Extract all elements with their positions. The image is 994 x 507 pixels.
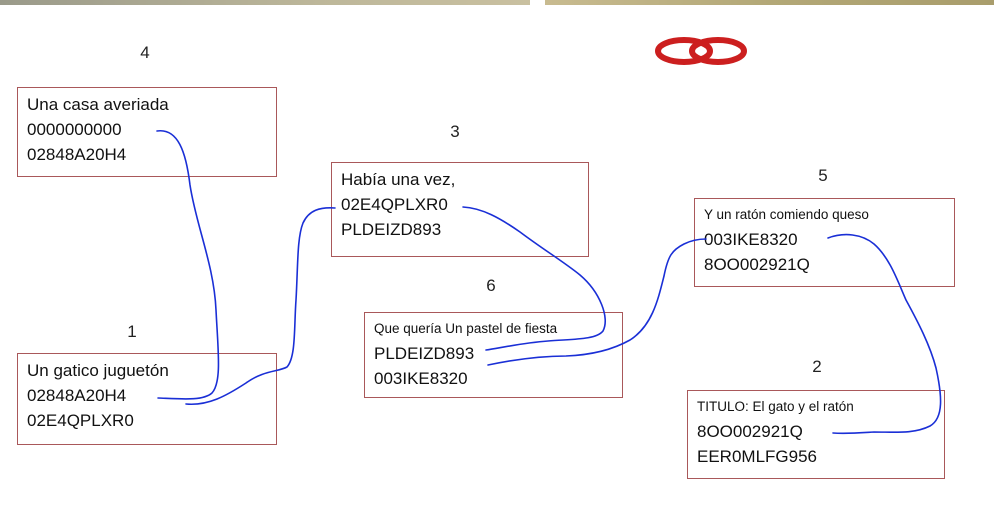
card-code: 02848A20H4 (27, 145, 127, 164)
card-code: 8OO002921Q (704, 255, 810, 274)
card-5: Y un ratón comiendo queso 003IKE8320 8OO… (694, 198, 955, 287)
card-title: Una casa averiada (27, 95, 169, 114)
step-number-3: 3 (450, 122, 460, 141)
top-band-right (545, 0, 994, 5)
card-code: PLDEIZD893 (341, 220, 442, 239)
card-code: 02E4QPLXR0 (341, 195, 448, 214)
step-number-6: 6 (486, 276, 496, 295)
interlocked-rings-logo (655, 37, 747, 65)
card-6: Que quería Un pastel de fiesta PLDEIZD89… (364, 312, 623, 398)
card-3: Había una vez, 02E4QPLXR0 PLDEIZD893 (331, 162, 589, 257)
card-title: Había una vez, (341, 170, 456, 189)
step-number-2: 2 (812, 357, 822, 376)
card-code: 003IKE8320 (704, 230, 798, 249)
card-code: 0000000000 (27, 120, 122, 139)
step-number-4: 4 (140, 43, 150, 62)
step-number-5: 5 (818, 166, 828, 185)
card-code: 8OO002921Q (697, 422, 803, 441)
card-title: Y un ratón comiendo queso (704, 207, 869, 222)
card-code: 003IKE8320 (374, 369, 468, 388)
card-4: Una casa averiada 0000000000 02848A20H4 (17, 87, 277, 177)
top-band-left (0, 0, 530, 5)
card-code: PLDEIZD893 (374, 344, 475, 363)
card-title: Un gatico juguetón (27, 361, 169, 380)
card-title: Que quería Un pastel de fiesta (374, 321, 558, 336)
card-1: Un gatico juguetón 02848A20H4 02E4QPLXR0 (17, 353, 277, 445)
card-code: 02E4QPLXR0 (27, 411, 134, 430)
step-number-1: 1 (127, 322, 137, 341)
card-code: EER0MLFG956 (697, 447, 817, 466)
card-code: 02848A20H4 (27, 386, 127, 405)
card-2: TITULO: El gato y el ratón 8OO002921Q EE… (687, 390, 945, 479)
card-title: TITULO: El gato y el ratón (697, 399, 854, 414)
